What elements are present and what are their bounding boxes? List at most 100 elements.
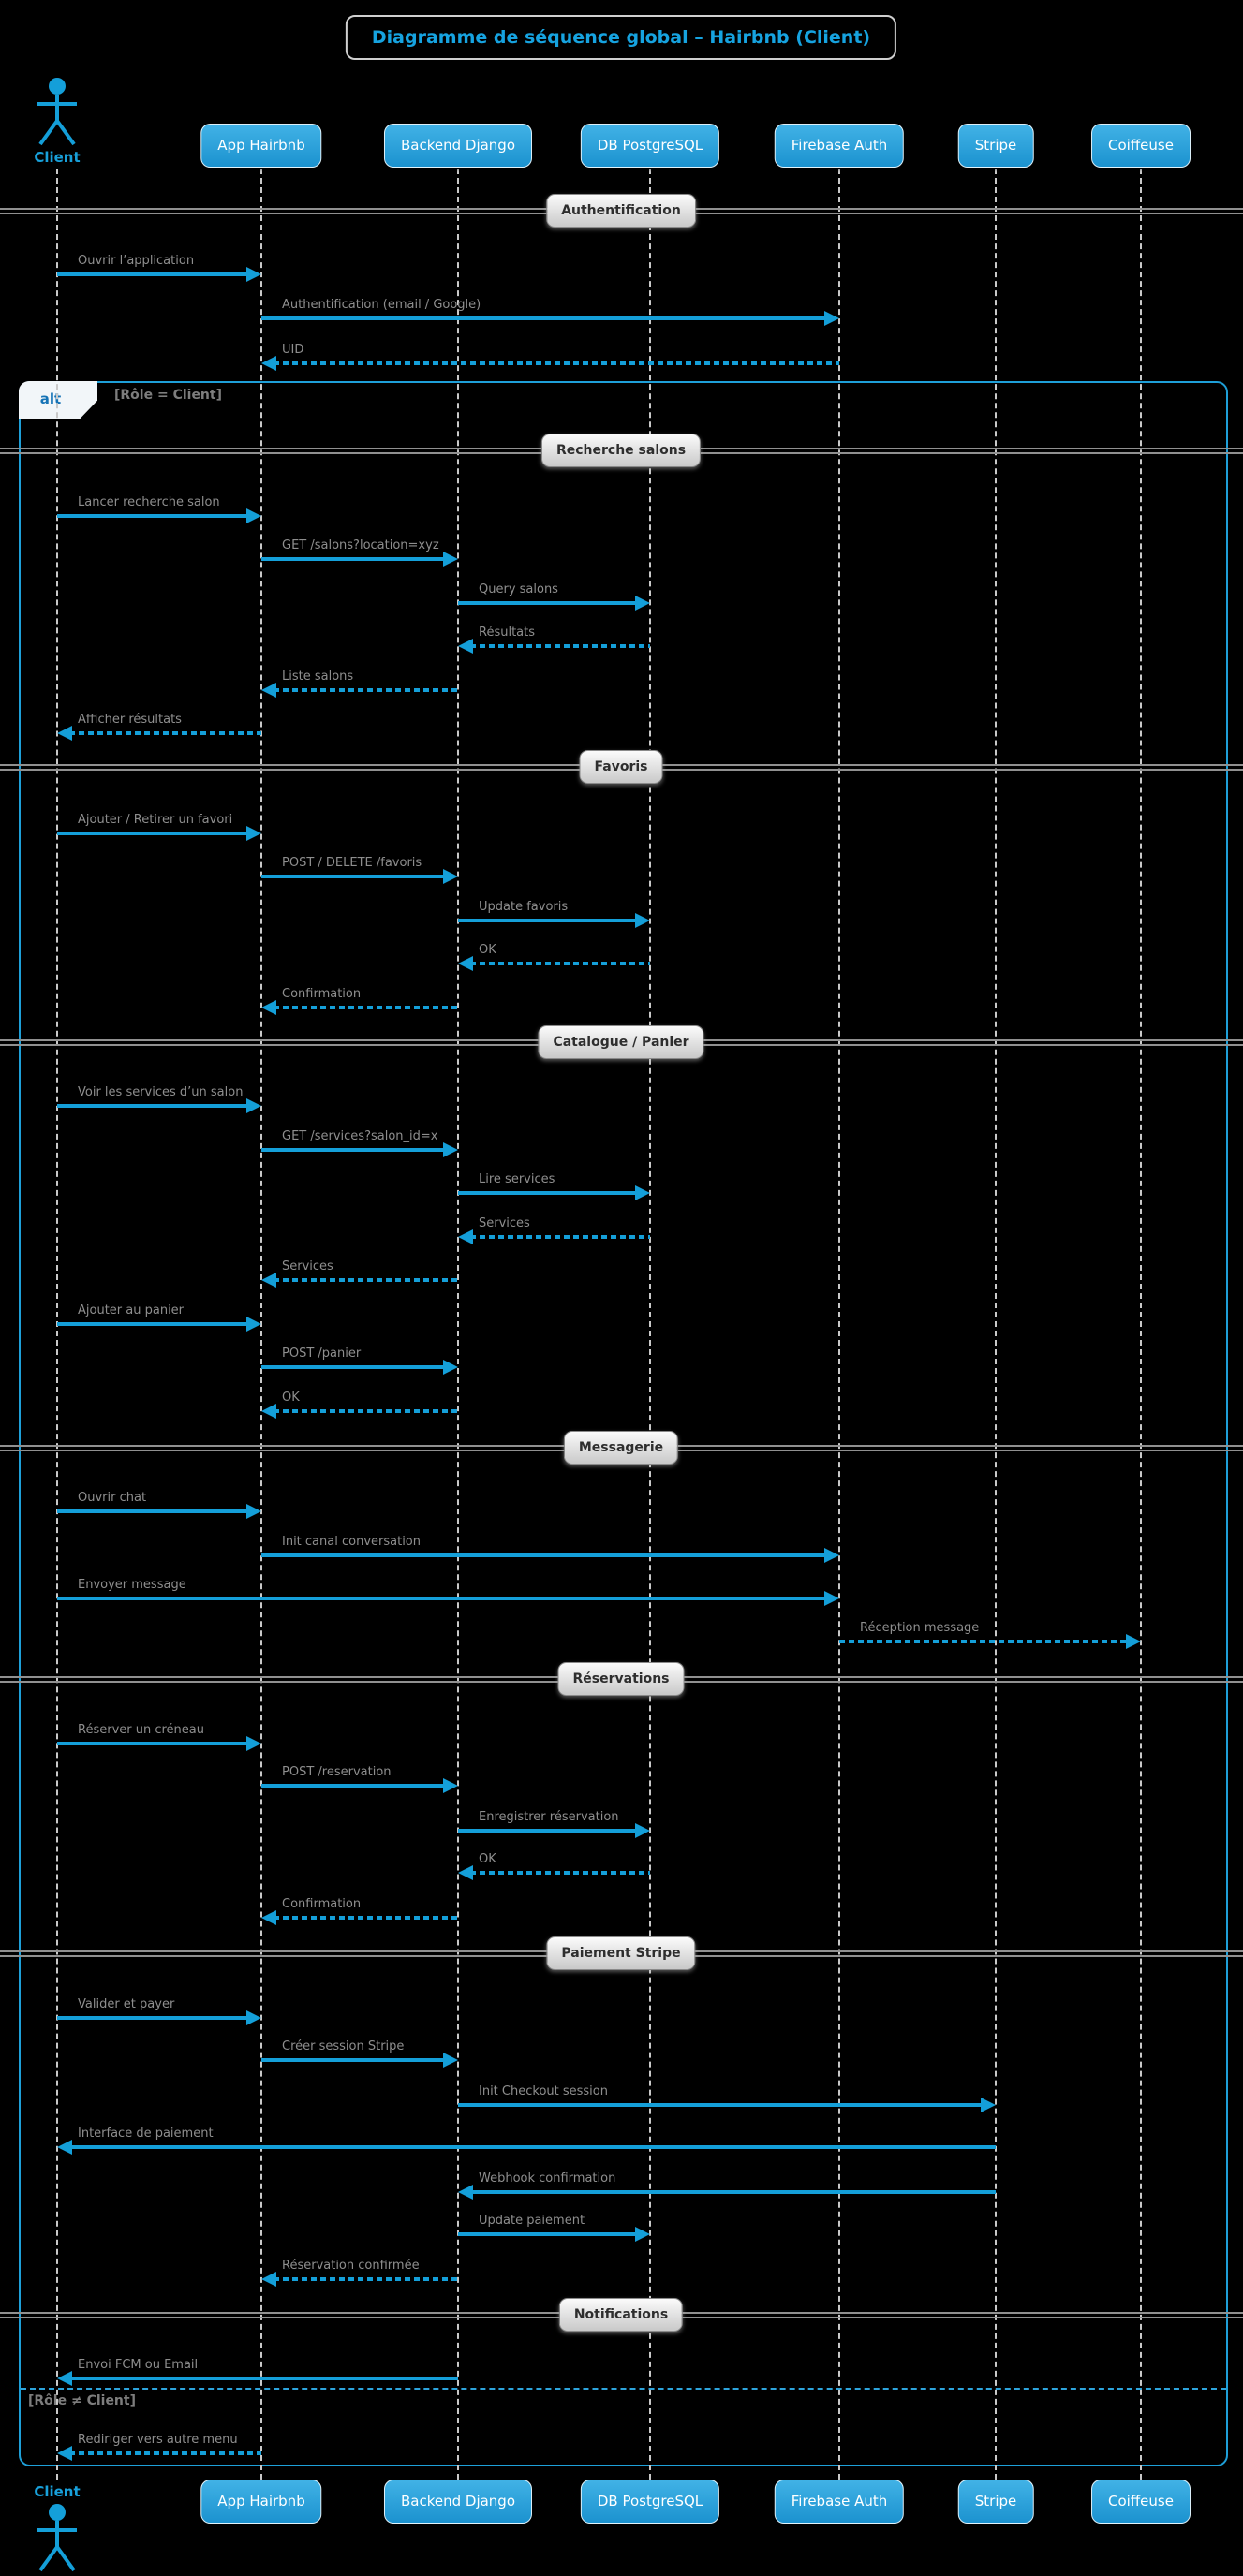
message-arrow (57, 1509, 249, 1513)
participant-box-db-bottom: DB PostgreSQL (580, 2480, 720, 2524)
message-arrowhead (246, 1504, 261, 1519)
message-arrow (470, 1235, 650, 1239)
message-arrow (261, 1148, 446, 1152)
message-label: Liste salons (282, 670, 354, 684)
message-arrowhead (443, 869, 458, 884)
message-arrowhead (443, 1360, 458, 1375)
lifeline-app (260, 169, 262, 2480)
message-arrow (69, 2145, 996, 2149)
actor-label-top: Client (34, 149, 81, 166)
participant-box-coiffeuse-bottom: Coiffeuse (1091, 2480, 1191, 2524)
message-arrowhead (246, 508, 261, 523)
message-label: GET /salons?location=xyz (282, 538, 439, 552)
section-divider-label: Réservations (557, 1662, 685, 1696)
message-arrowhead (458, 956, 473, 971)
message-arrowhead (635, 1185, 650, 1200)
section-divider-label: Favoris (579, 750, 663, 784)
message-arrow (458, 2103, 984, 2107)
alt-else-separator (21, 2388, 1226, 2390)
participant-box-backend-top: Backend Django (383, 124, 533, 168)
message-arrowhead (261, 1910, 276, 1925)
message-label: Update favoris (479, 900, 569, 914)
participant-box-stripe-bottom: Stripe (957, 2480, 1034, 2524)
message-arrow (57, 514, 249, 518)
message-arrowhead (1126, 1634, 1141, 1649)
message-arrow (261, 316, 827, 320)
message-arrowhead (57, 2446, 72, 2461)
message-arrowhead (443, 1778, 458, 1793)
message-label: Webhook confirmation (479, 2171, 616, 2186)
message-arrowhead (261, 1404, 276, 1419)
message-arrowhead (824, 1548, 839, 1563)
message-arrow (57, 1742, 249, 1745)
message-label: Interface de paiement (78, 2127, 214, 2141)
message-arrowhead (246, 1098, 261, 1113)
message-arrow (274, 1916, 458, 1920)
message-arrow (470, 1871, 650, 1875)
message-arrowhead (458, 1865, 473, 1880)
message-arrow (839, 1640, 1129, 1643)
message-label: OK (479, 1852, 496, 1866)
guard-if-label: [Rôle = Client] (114, 388, 222, 403)
message-arrow (274, 1006, 458, 1009)
message-arrow (274, 361, 839, 365)
message-arrow (261, 557, 446, 561)
section-divider-label: Recherche salons (540, 434, 702, 467)
participant-box-firebase-top: Firebase Auth (774, 124, 905, 168)
message-arrow (261, 1365, 446, 1369)
message-arrowhead (57, 2140, 72, 2155)
message-label: OK (479, 943, 496, 957)
message-arrowhead (246, 2010, 261, 2025)
message-arrow (69, 2451, 261, 2455)
message-arrow (470, 2190, 996, 2194)
message-arrow (261, 2058, 446, 2062)
participant-box-app-bottom: App Hairbnb (200, 2480, 322, 2524)
actor-label-bottom: Client (34, 2483, 81, 2500)
message-label: Ouvrir l’application (78, 254, 195, 268)
message-arrow (57, 1322, 249, 1326)
message-arrowhead (261, 1000, 276, 1015)
message-label: Update paiement (479, 2214, 585, 2228)
message-arrowhead (57, 2371, 72, 2386)
message-arrowhead (824, 1591, 839, 1606)
message-label: Réserver un créneau (78, 1723, 204, 1737)
message-arrowhead (635, 1823, 650, 1838)
message-arrowhead (458, 1229, 473, 1244)
message-label: Authentification (email / Google) (282, 298, 481, 312)
message-arrowhead (261, 2272, 276, 2287)
message-label: Enregistrer réservation (479, 1810, 619, 1824)
message-arrow (261, 875, 446, 878)
message-arrow (458, 919, 638, 922)
message-label: Envoyer message (78, 1578, 186, 1592)
lifeline-db (649, 169, 651, 2480)
message-arrowhead (458, 639, 473, 654)
message-arrowhead (443, 2053, 458, 2068)
lifeline-coiffeuse (1140, 169, 1142, 2480)
alt-frame: alt (19, 381, 1228, 2466)
message-label: Query salons (479, 582, 558, 596)
participant-box-coiffeuse-top: Coiffeuse (1091, 124, 1191, 168)
message-label: Ajouter / Retirer un favori (78, 813, 233, 827)
section-divider-label: Messagerie (563, 1431, 679, 1465)
message-label: Valider et payer (78, 1997, 175, 2011)
participant-box-stripe-top: Stripe (957, 124, 1034, 168)
message-arrow (274, 1278, 458, 1282)
message-arrowhead (261, 683, 276, 698)
message-arrowhead (57, 726, 72, 741)
message-arrow (458, 601, 638, 605)
diagram-title: Diagramme de séquence global – Hairbnb (… (345, 15, 897, 60)
message-label: Services (479, 1216, 530, 1230)
guard-else-label: [Rôle ≠ Client] (28, 2393, 136, 2408)
actor-figure-bottom (35, 2503, 80, 2576)
participant-box-db-top: DB PostgreSQL (580, 124, 720, 168)
message-label: Init canal conversation (282, 1535, 421, 1549)
message-label: Confirmation (282, 987, 362, 1001)
message-label: POST /reservation (282, 1765, 392, 1779)
message-label: Lancer recherche salon (78, 495, 220, 509)
alt-operator-tab: alt (19, 381, 97, 419)
message-arrowhead (458, 2185, 473, 2200)
message-arrowhead (261, 1273, 276, 1288)
message-arrowhead (824, 311, 839, 326)
message-label: GET /services?salon_id=x (282, 1129, 438, 1143)
message-arrowhead (443, 1142, 458, 1157)
